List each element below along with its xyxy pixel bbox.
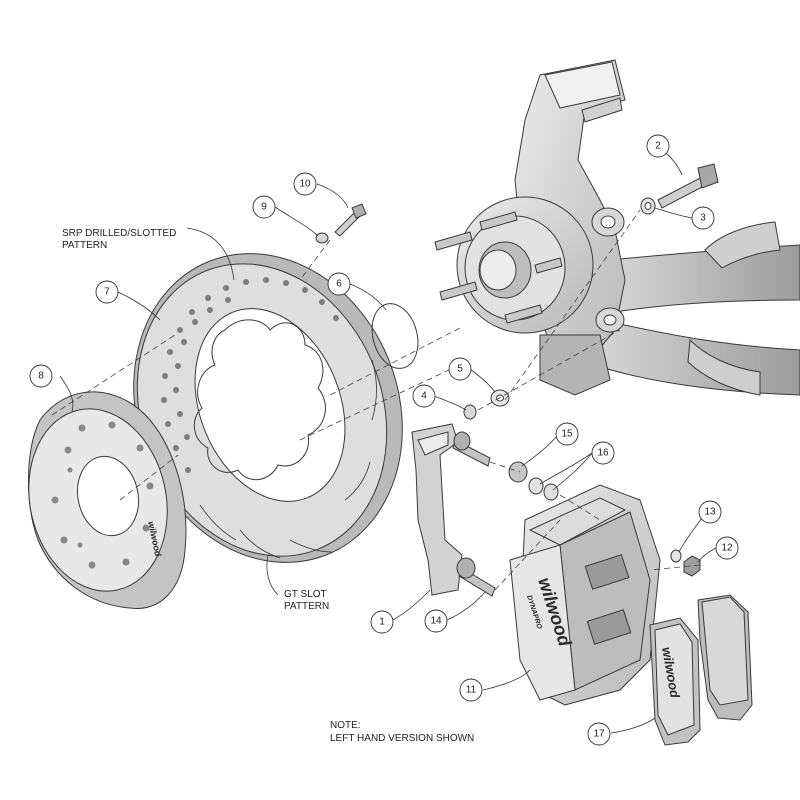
- callout-7: 7: [95, 280, 119, 304]
- svg-text:16: 16: [597, 448, 609, 459]
- o-ring: [371, 303, 419, 369]
- callout-11: 11: [459, 678, 483, 702]
- callout-3: 3: [691, 206, 715, 230]
- svg-text:8: 8: [38, 371, 44, 382]
- svg-text:5: 5: [457, 364, 463, 375]
- svg-text:14: 14: [430, 616, 442, 627]
- washer-4: [463, 404, 477, 420]
- svg-text:2: 2: [655, 141, 661, 152]
- callout-16: 16: [591, 441, 615, 465]
- callout-6: 6: [327, 272, 351, 296]
- svg-text:12: 12: [721, 543, 733, 554]
- svg-text:1: 1: [379, 617, 385, 628]
- svg-text:17: 17: [593, 729, 605, 740]
- svg-text:4: 4: [421, 391, 427, 402]
- svg-text:13: 13: [704, 507, 716, 518]
- spacer-15: [508, 461, 528, 483]
- svg-text:15: 15: [561, 429, 573, 440]
- washer-9: [315, 232, 329, 244]
- callout-15: 15: [555, 422, 579, 446]
- callout-4: 4: [412, 384, 436, 408]
- bolt-2: [657, 163, 719, 209]
- nut-12: [683, 555, 701, 577]
- brake-pads: wilwood: [649, 594, 753, 746]
- rotor-drill-holes: [161, 277, 339, 473]
- svg-text:9: 9: [261, 202, 267, 213]
- note-title: NOTE:: [330, 720, 361, 731]
- callout-12: 12: [715, 536, 739, 560]
- svg-text:3: 3: [700, 213, 706, 224]
- svg-text:11: 11: [466, 685, 477, 696]
- svg-text:7: 7: [104, 287, 110, 298]
- shim-16a: [528, 477, 544, 495]
- rotor: [133, 253, 403, 563]
- callout-8: 8: [29, 364, 53, 388]
- callout-10: 10: [293, 172, 317, 196]
- svg-text:6: 6: [336, 279, 342, 290]
- callout-1: 1: [370, 610, 394, 634]
- gt-label-line2: PATTERN: [284, 601, 329, 612]
- rotor-hat: wilwood: [28, 391, 187, 609]
- hat-bolt-holes: [51, 421, 154, 569]
- svg-text:10: 10: [299, 179, 311, 190]
- bolt-10: [334, 203, 367, 237]
- shim-16b: [543, 483, 559, 501]
- assembly-axes: [51, 209, 701, 591]
- caliper-bracket: [411, 423, 463, 596]
- callout-17: 17: [587, 722, 611, 746]
- gt-label-line1: GT SLOT: [284, 589, 327, 600]
- srp-label-line2: PATTERN: [62, 240, 107, 251]
- caliper: wilwood DYNAPRO: [509, 484, 661, 706]
- control-arms: [594, 221, 800, 396]
- washer-13: [670, 549, 682, 563]
- bracket-bolt-upper: [452, 431, 491, 467]
- note-body: LEFT HAND VERSION SHOWN: [330, 733, 474, 744]
- callout-13: 13: [698, 500, 722, 524]
- callout-5: 5: [448, 357, 472, 381]
- callout-9: 9: [252, 195, 276, 219]
- bracket-bolt-14: [456, 557, 496, 597]
- wheel-studs: [434, 211, 563, 324]
- callout-2: 2: [646, 134, 670, 158]
- srp-label-line1: SRP DRILLED/SLOTTED: [62, 228, 176, 239]
- hub: [434, 196, 594, 334]
- callout-14: 14: [424, 609, 448, 633]
